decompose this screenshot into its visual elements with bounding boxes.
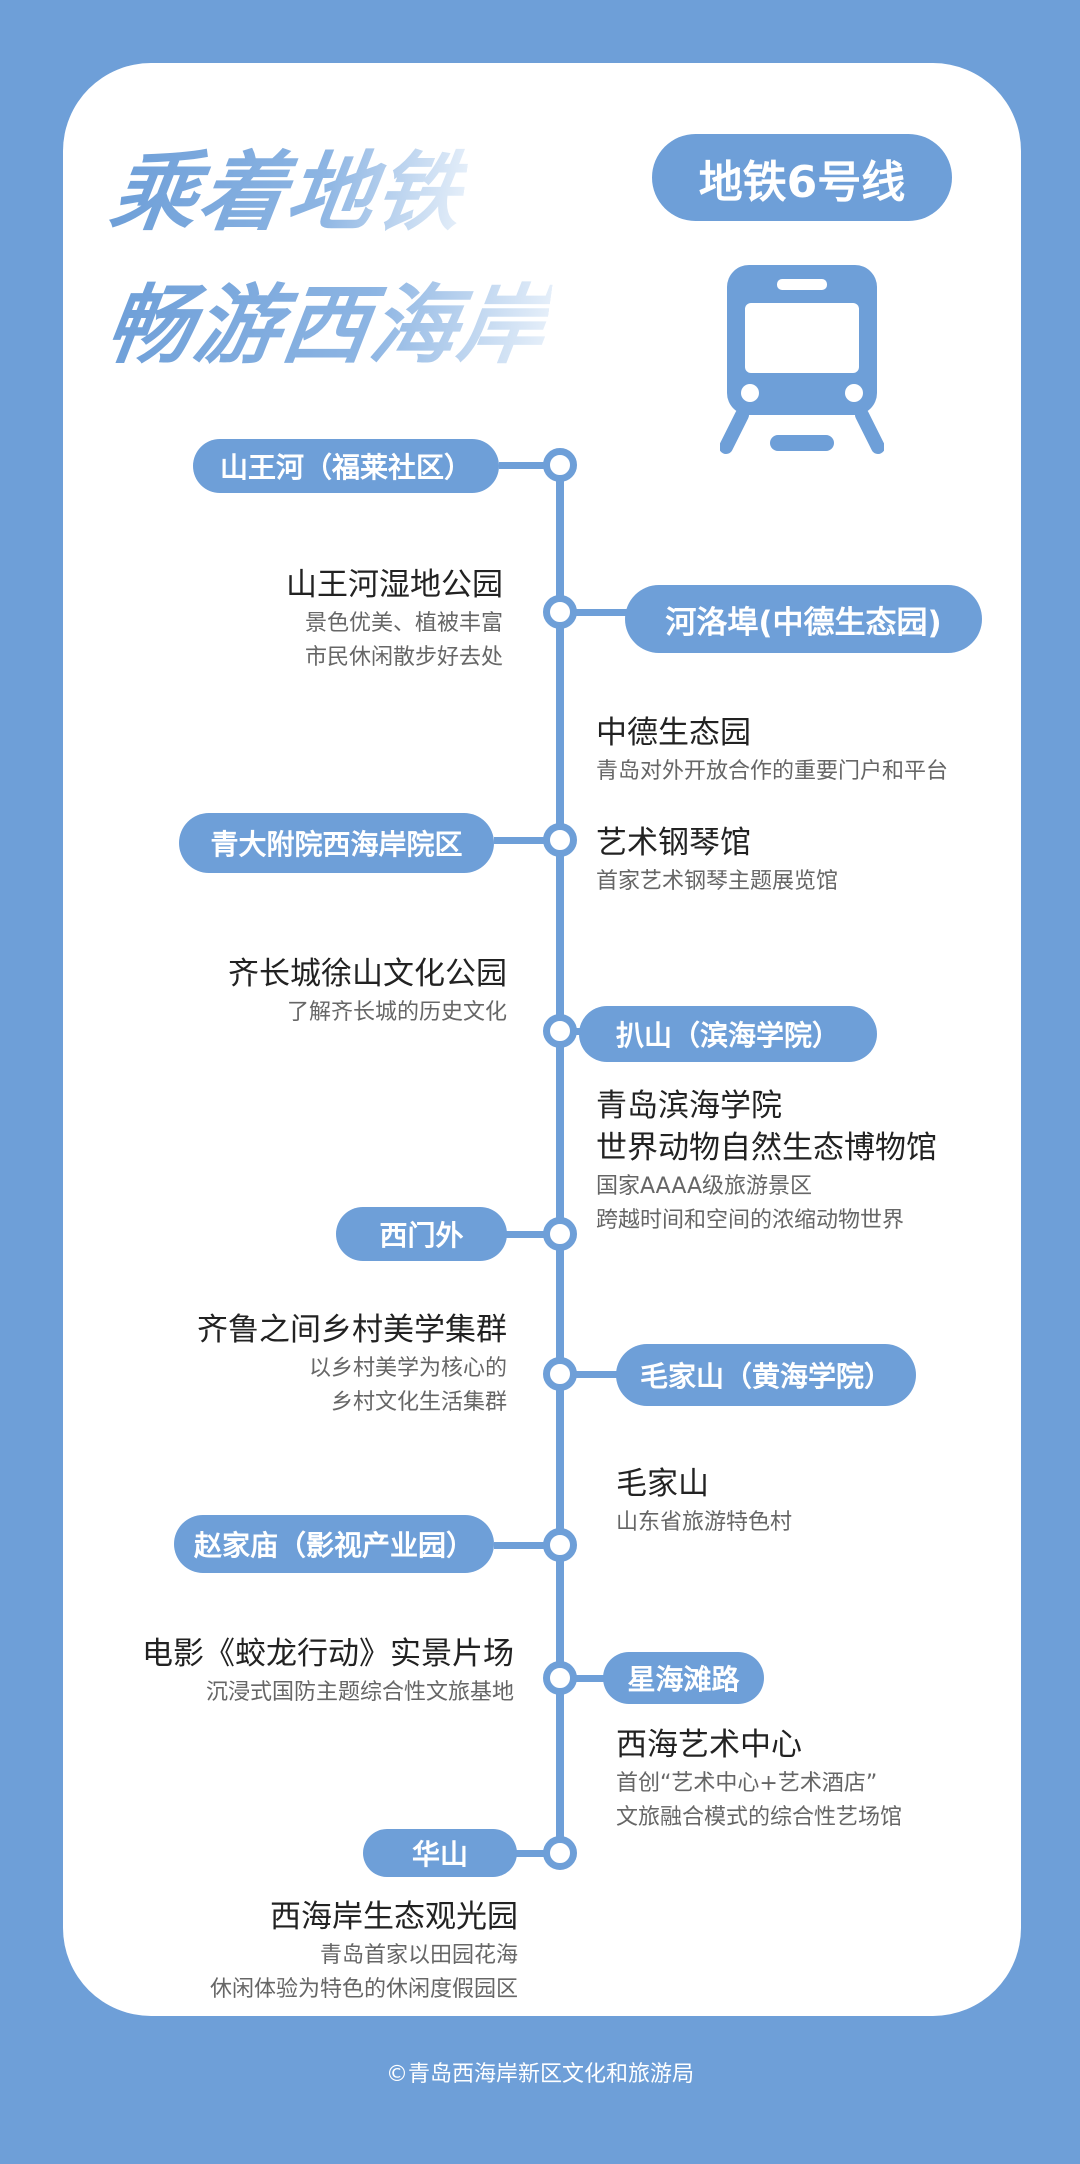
attraction: 西海艺术中心首创“艺术中心+艺术酒店”文旅融合模式的综合性艺场馆 — [616, 1727, 903, 1830]
title-line-1: 乘着地铁 — [104, 122, 474, 247]
station-label: 扒山（滨海学院） — [579, 1006, 877, 1062]
metro-line — [556, 465, 564, 1853]
attraction: 齐鲁之间乡村美学集群以乡村美学为核心的乡村文化生活集群 — [197, 1312, 507, 1415]
station-label: 青大附院西海岸院区 — [179, 813, 494, 873]
attraction: 毛家山山东省旅游特色村 — [616, 1466, 793, 1535]
copyright-footer: ©青岛西海岸新区文化和旅游局 — [385, 2062, 694, 2087]
station-node — [543, 1217, 577, 1251]
station-node — [543, 1014, 577, 1048]
title-line-2: 畅游西海岸 — [99, 255, 557, 380]
attraction: 艺术钢琴馆首家艺术钢琴主题展览馆 — [596, 825, 839, 894]
attraction: 电影《蛟龙行动》实景片场沉浸式国防主题综合性文旅基地 — [142, 1636, 514, 1705]
attraction: 青岛滨海学院世界动物自然生态博物馆国家AAAA级旅游景区跨越时间和空间的浓缩动物… — [596, 1088, 937, 1233]
line-badge: 地铁6号线 — [652, 134, 952, 221]
station-node — [543, 1528, 577, 1562]
station-node — [543, 595, 577, 629]
station-label: 赵家庙（影视产业园） — [174, 1515, 494, 1573]
station-node — [543, 1357, 577, 1391]
station-label: 河洛埠(中德生态园) — [625, 585, 982, 653]
attraction: 山王河湿地公园景色优美、植被丰富市民休闲散步好去处 — [286, 567, 503, 670]
station-label: 毛家山（黄海学院） — [616, 1344, 916, 1406]
station-node — [543, 448, 577, 482]
station-node — [543, 823, 577, 857]
attraction: 齐长城徐山文化公园了解齐长城的历史文化 — [228, 956, 507, 1025]
station-label: 星海滩路 — [603, 1652, 764, 1704]
station-label: 山王河（福莱社区） — [193, 439, 499, 493]
train-icon — [720, 265, 884, 454]
station-node — [543, 1836, 577, 1870]
attraction: 中德生态园青岛对外开放合作的重要门户和平台 — [596, 715, 949, 784]
station-node — [543, 1661, 577, 1695]
station-label: 华山 — [363, 1829, 517, 1877]
station-label: 西门外 — [336, 1207, 507, 1261]
attraction: 西海岸生态观光园青岛首家以田园花海休闲体验为特色的休闲度假园区 — [209, 1899, 518, 2002]
